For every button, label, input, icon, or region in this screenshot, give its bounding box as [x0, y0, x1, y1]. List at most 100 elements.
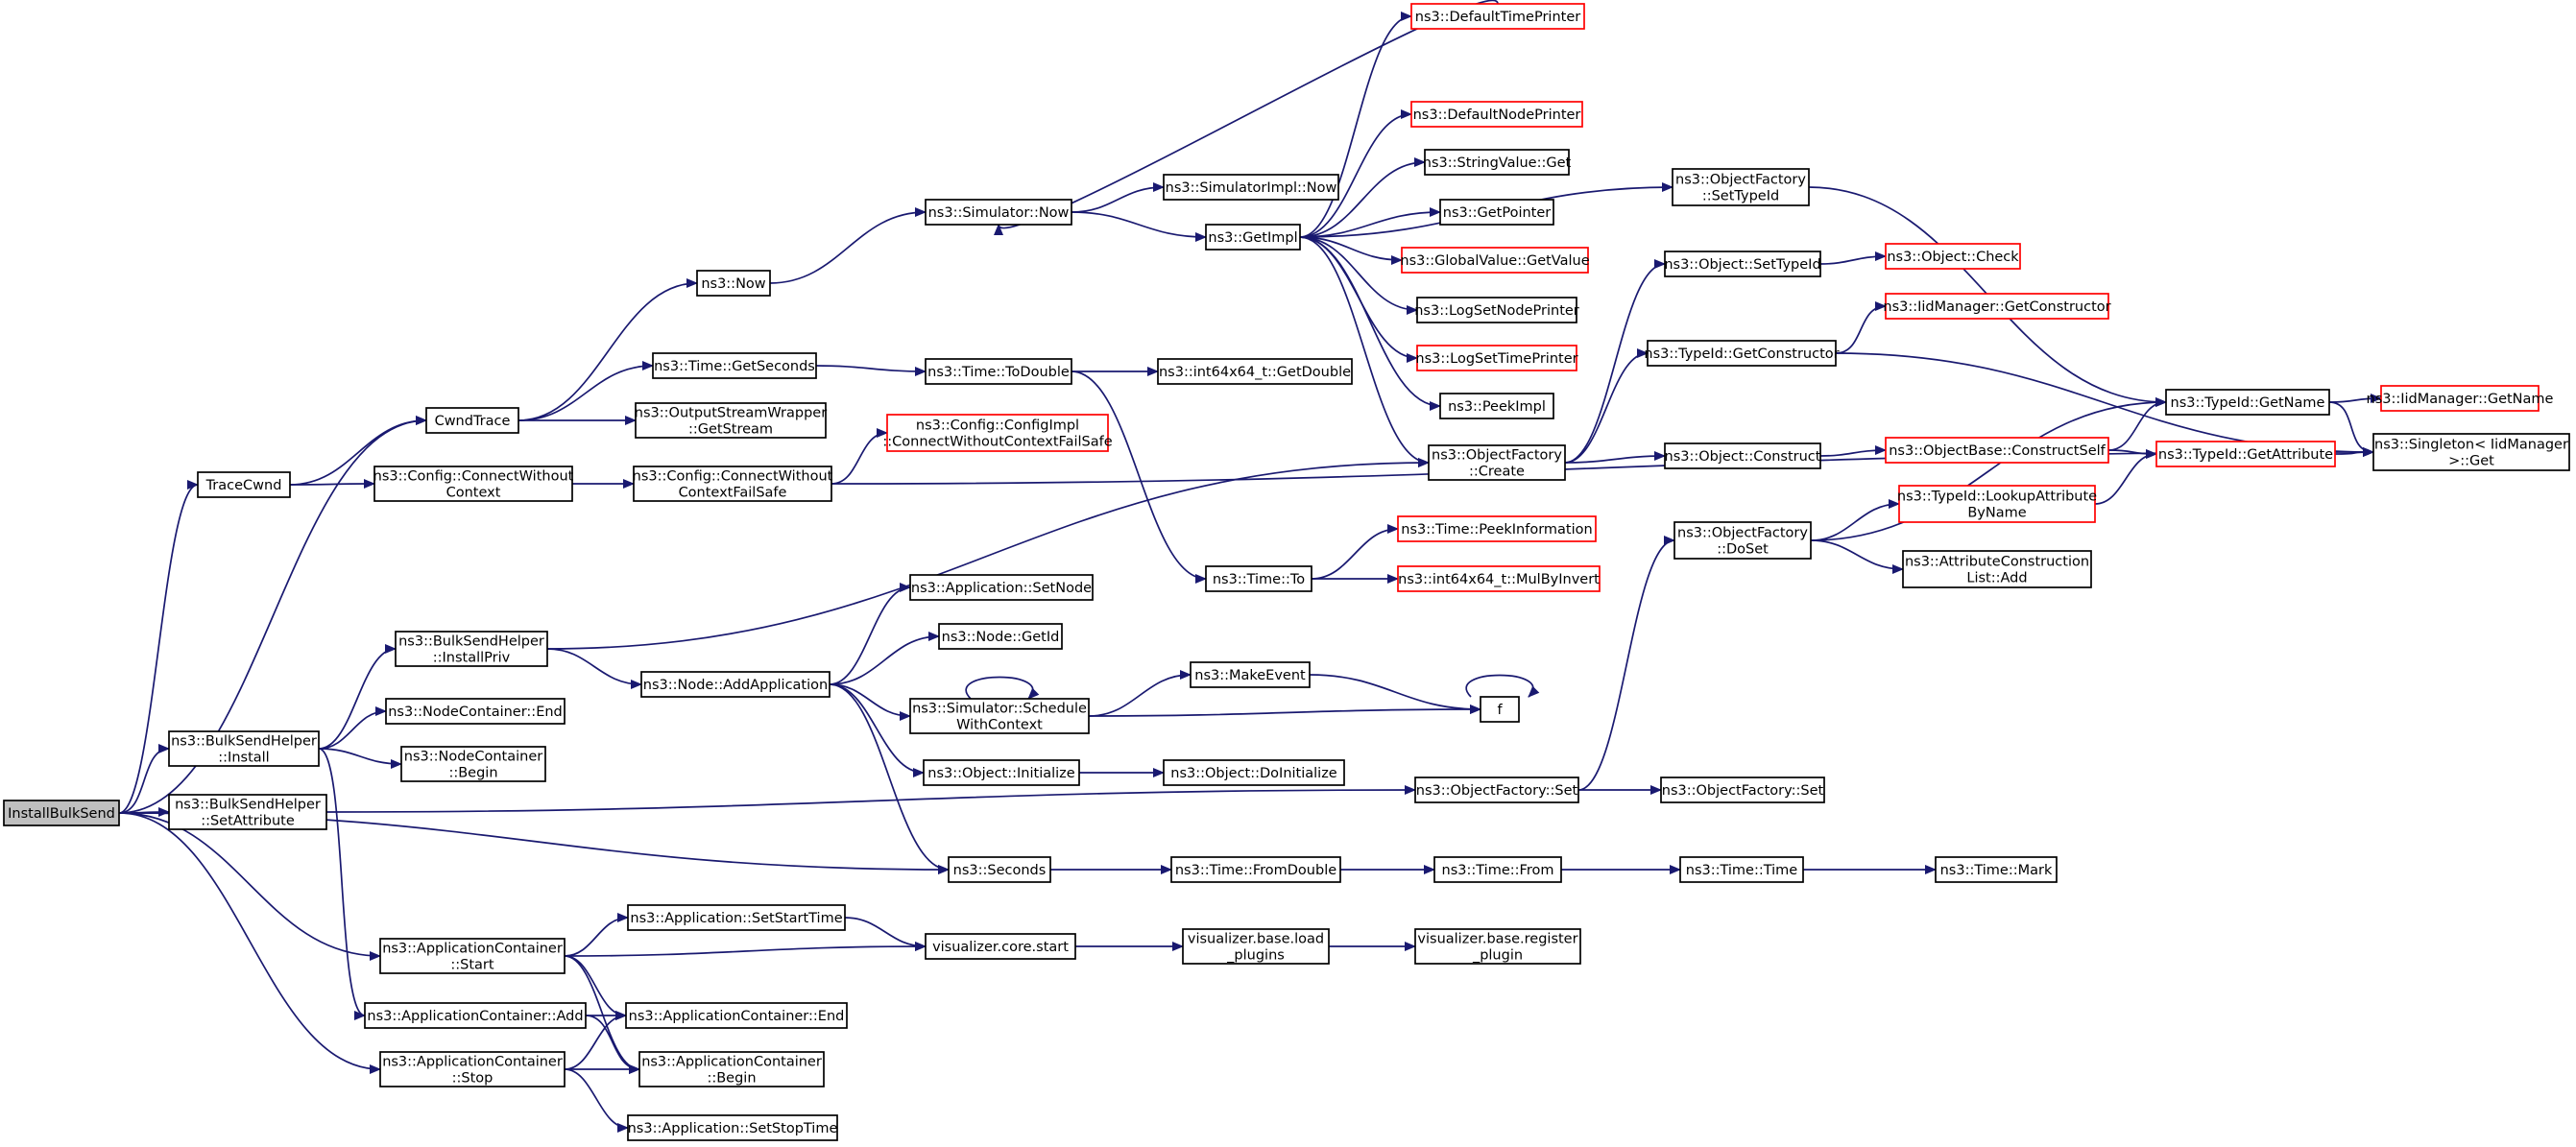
node-ns3-seconds[interactable]: ns3::Seconds: [948, 856, 1051, 883]
node-simulator-now[interactable]: ns3::Simulator::Now: [925, 199, 1072, 226]
edge-bulksendhelper-install-to-nodecontainer-end: [318, 706, 387, 750]
node-app-setstarttime[interactable]: ns3::Application::SetStartTime: [627, 904, 846, 931]
node-box: [2155, 441, 2336, 467]
edge-objectfactory-create-to-object-settypeid: [1564, 259, 1666, 464]
node-box: [1401, 247, 1589, 274]
node-stringvalue-get[interactable]: ns3::StringValue::Get: [1423, 149, 1572, 176]
node-app-setnode[interactable]: ns3::Application::SetNode: [909, 574, 1094, 601]
node-time-to[interactable]: ns3::Time::To: [1205, 565, 1312, 592]
node-label: ::Install: [218, 751, 269, 766]
node-object-doinitialize[interactable]: ns3::Object::DoInitialize: [1163, 759, 1345, 786]
node-configimpl-failsafe[interactable]: ns3::Config::ConfigImpl::ConnectWithoutC…: [882, 414, 1113, 452]
edge-appcontainer-start-to-app-setstarttime: [564, 913, 629, 957]
node-f-node[interactable]: f: [1480, 696, 1520, 723]
node-box: [1664, 442, 1821, 469]
edge-simulator-schedulewithcontext-to-simulator-schedulewithcontext: [965, 676, 1040, 700]
edge-f-node-to-f-node: [1465, 674, 1540, 698]
node-appcontainer-begin[interactable]: ns3::ApplicationContainer::Begin: [638, 1051, 825, 1087]
node-object-construct[interactable]: ns3::Object::Construct: [1664, 442, 1821, 469]
node-iidmanager-getconstructor[interactable]: ns3::IidManager::GetConstructor: [1883, 293, 2111, 320]
node-time-todouble[interactable]: ns3::Time::ToDouble: [925, 358, 1072, 385]
node-object-settypeid[interactable]: ns3::Object::SetTypeId: [1664, 251, 1821, 277]
node-logsettimeprinter[interactable]: ns3::LogSetTimePrinter: [1415, 345, 1578, 371]
node-label: ::Stop: [452, 1071, 494, 1087]
node-peekimpl[interactable]: ns3::PeekImpl: [1439, 393, 1554, 419]
node-appcontainer-stop[interactable]: ns3::ApplicationContainer::Stop: [379, 1051, 566, 1087]
node-app-setstoptime[interactable]: ns3::Application::SetStopTime: [627, 1114, 838, 1141]
node-singleton-get[interactable]: ns3::Singleton< IidManager>::Get: [2372, 433, 2570, 471]
node-node-getid[interactable]: ns3::Node::GetId: [938, 623, 1063, 650]
edge-objectfactory-doset-to-typeid-getname: [1810, 397, 2167, 541]
node-appcontainer-add[interactable]: ns3::ApplicationContainer::Add: [364, 1002, 587, 1029]
node-globalvalue-getvalue[interactable]: ns3::GlobalValue::GetValue: [1400, 247, 1590, 274]
node-objectfactory-doset[interactable]: ns3::ObjectFactory::DoSet: [1673, 521, 1812, 560]
edge-object-construct-to-objectbase-constructself: [1819, 445, 1887, 457]
node-appcontainer-end[interactable]: ns3::ApplicationContainer::End: [625, 1002, 848, 1029]
node-getimpl[interactable]: ns3::GetImpl: [1205, 224, 1301, 251]
node-label: ByName: [1967, 506, 2026, 521]
node-typeid-getname[interactable]: ns3::TypeId::GetName: [2165, 389, 2330, 416]
node-objectfactory-set-2[interactable]: ns3::ObjectFactory::Set: [1660, 777, 1825, 803]
node-logsetnodeprinter[interactable]: ns3::LogSetNodePrinter: [1414, 297, 1579, 323]
node-label: List::Add: [1966, 571, 2027, 586]
node-time-mark[interactable]: ns3::Time::Mark: [1935, 856, 2058, 883]
node-time-from[interactable]: ns3::Time::From: [1433, 856, 1562, 883]
node-label: ns3::Simulator::Now: [928, 205, 1070, 221]
node-objectfactory-create[interactable]: ns3::ObjectFactory::Create: [1428, 444, 1566, 481]
node-bulksendhelper-installpriv[interactable]: ns3::BulkSendHelper::InstallPriv: [395, 631, 548, 667]
node-tracecwnd[interactable]: TraceCwnd: [197, 471, 291, 498]
node-visualizer-core-start[interactable]: visualizer.core.start: [925, 933, 1076, 960]
node-defaultnodeprinter[interactable]: ns3::DefaultNodePrinter: [1410, 101, 1583, 128]
node-label: ns3::Object::DoInitialize: [1170, 766, 1337, 781]
node-object-initialize[interactable]: ns3::Object::Initialize: [923, 759, 1080, 786]
edge-typeid-getname-to-iidmanager-getname: [2328, 394, 2382, 404]
node-box: [696, 270, 771, 297]
edge-installbulksend-to-bulksendhelper-install: [118, 744, 170, 814]
node-bulksendhelper-install[interactable]: ns3::BulkSendHelper::Install: [168, 730, 320, 767]
node-appcontainer-start[interactable]: ns3::ApplicationContainer::Start: [379, 938, 566, 974]
node-getpointer[interactable]: ns3::GetPointer: [1439, 199, 1554, 226]
node-objectbase-constructself[interactable]: ns3::ObjectBase::ConstructSelf: [1885, 437, 2109, 464]
node-time-time[interactable]: ns3::Time::Time: [1679, 856, 1804, 883]
edge-bulksendhelper-setattribute-to-objectfactory-set: [325, 785, 1416, 813]
node-nodecontainer-end[interactable]: ns3::NodeContainer::End: [385, 698, 566, 725]
node-defaulttimeprinter[interactable]: ns3::DefaultTimePrinter: [1410, 3, 1585, 30]
edge-bulksendhelper-installpriv-to-objectfactory-create: [546, 458, 1430, 650]
node-time-getseconds[interactable]: ns3::Time::GetSeconds: [652, 352, 817, 379]
node-objectfactory-settypeid[interactable]: ns3::ObjectFactory::SetTypeId: [1672, 168, 1810, 206]
node-object-check[interactable]: ns3::Object::Check: [1885, 243, 2021, 270]
node-simulatorimpl-now[interactable]: ns3::SimulatorImpl::Now: [1163, 174, 1339, 201]
node-config-connectwithoutcontext[interactable]: ns3::Config::ConnectWithoutContext: [373, 466, 574, 502]
node-box: [938, 623, 1063, 650]
node-config-connectwithoutcontextfailsafe[interactable]: ns3::Config::ConnectWithoutContextFailSa…: [633, 466, 833, 502]
node-objectfactory-set[interactable]: ns3::ObjectFactory::Set: [1414, 777, 1579, 803]
node-int64x64-mulbyinvert[interactable]: ns3::int64x64_t::MulByInvert: [1397, 565, 1601, 592]
node-cwndtrace[interactable]: CwndTrace: [425, 407, 519, 434]
node-label: visualizer.core.start: [932, 940, 1069, 955]
edge-tracecwnd-to-config-connectwithoutcontext: [289, 479, 375, 490]
node-visualizer-load-plugins[interactable]: visualizer.base.load_plugins: [1182, 928, 1330, 965]
node-typeid-getconstructor[interactable]: ns3::TypeId::GetConstructor: [1644, 340, 1840, 367]
node-int64x64-getdouble[interactable]: ns3::int64x64_t::GetDouble: [1157, 358, 1353, 385]
edge-getimpl-to-stringvalue-get: [1299, 157, 1426, 238]
node-label: ns3::TypeId::GetConstructor: [1644, 346, 1839, 362]
node-label: ns3::Time::From: [1442, 863, 1554, 878]
node-iidmanager-getname[interactable]: ns3::IidManager::GetName: [2367, 385, 2554, 412]
node-installbulksend[interactable]: InstallBulkSend: [3, 800, 120, 826]
node-nodecontainer-begin[interactable]: ns3::NodeContainer::Begin: [400, 746, 546, 782]
edge-getimpl-to-globalvalue-getvalue: [1299, 236, 1403, 265]
node-typeid-getattribute[interactable]: ns3::TypeId::GetAttribute: [2155, 441, 2336, 467]
node-time-peekinformation[interactable]: ns3::Time::PeekInformation: [1397, 515, 1597, 542]
node-makeevent[interactable]: ns3::MakeEvent: [1190, 661, 1311, 688]
node-node-addapplication[interactable]: ns3::Node::AddApplication: [640, 671, 831, 698]
node-bulksendhelper-setattribute[interactable]: ns3::BulkSendHelper::SetAttribute: [168, 794, 327, 830]
node-ns3-now[interactable]: ns3::Now: [696, 270, 771, 297]
node-visualizer-register-plugin[interactable]: visualizer.base.register_plugin: [1414, 928, 1581, 965]
node-box: [909, 574, 1094, 601]
node-outputstreamwrapper-getstream[interactable]: ns3::OutputStreamWrapper::GetStream: [635, 402, 827, 439]
node-time-fromdouble[interactable]: ns3::Time::FromDouble: [1170, 856, 1341, 883]
